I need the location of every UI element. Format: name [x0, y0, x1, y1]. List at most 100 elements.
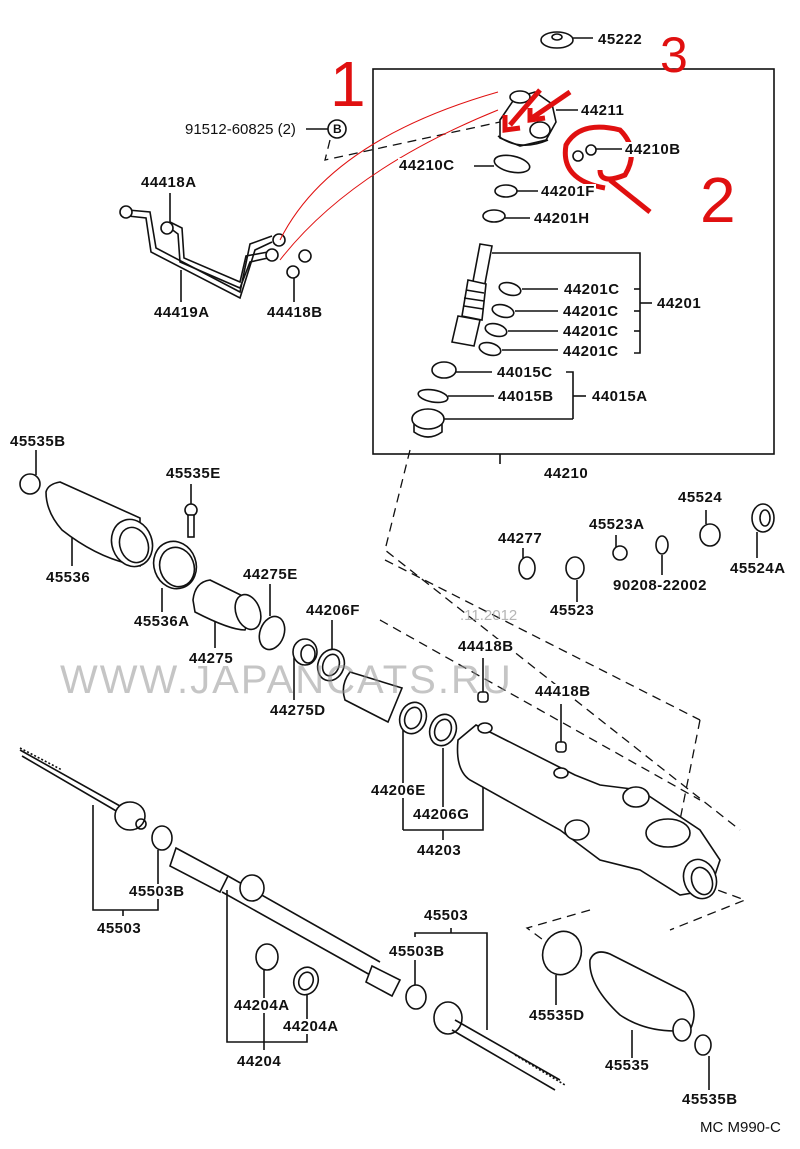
- label-44206F: 44206F: [305, 602, 361, 619]
- label-44418B-mid-2: 44418B: [534, 683, 592, 700]
- label-45535E: 45535E: [165, 465, 222, 482]
- label-44015C: 44015C: [496, 364, 554, 381]
- part-44275E-oring: [258, 584, 286, 651]
- part-45503-tie-rod-right: [414, 928, 566, 1091]
- ref-B-letter: B: [333, 122, 342, 136]
- label-45524A: 45524A: [729, 560, 787, 577]
- part-45535D-clamp: [541, 930, 583, 1005]
- label-44201F: 44201F: [540, 183, 596, 200]
- label-44418B-mid-1: 44418B: [457, 638, 515, 655]
- dashed-assembly-line: [679, 719, 701, 821]
- label-44201C-3: 44201C: [562, 323, 620, 340]
- label-44277: 44277: [497, 530, 544, 547]
- label-44201: 44201: [656, 295, 703, 312]
- part-45222-cap: [540, 31, 593, 49]
- label-45535D: 45535D: [528, 1007, 586, 1024]
- part-44015-plug: [411, 408, 573, 438]
- ref-B-marker: [306, 119, 347, 139]
- part-45524A-locknut: [751, 503, 775, 558]
- watermark-date: .11.2012: [460, 607, 518, 624]
- label-45524: 45524: [677, 489, 724, 506]
- annotation-number-3: 3: [660, 27, 688, 83]
- part-44201H-seal: [482, 209, 530, 223]
- part-44418B-union-bolts: [286, 249, 312, 302]
- part-45503B-lock-washer-right: [405, 984, 427, 1010]
- label-44015A: 44015A: [591, 388, 649, 405]
- part-90208-washer: [655, 535, 669, 575]
- part-44204A-seal: [292, 966, 320, 996]
- label-45523: 45523: [549, 602, 596, 619]
- part-45535-boot: [589, 951, 695, 1058]
- red-trace-1: [279, 91, 499, 241]
- part-44419A-pressure-lines: [119, 193, 286, 302]
- diagram-code: MC M990-C: [700, 1119, 781, 1136]
- part-45523A-spring: [612, 535, 628, 561]
- label-45503-right: 45503: [423, 907, 470, 924]
- red-circle-tail: [608, 178, 652, 214]
- label-44275D: 44275D: [269, 702, 327, 719]
- part-cylinder-sleeve: [342, 671, 404, 724]
- watermark-text: WWW.JAPANCATS.RU: [60, 658, 513, 702]
- label-44418B-top: 44418B: [266, 304, 324, 321]
- label-44201C-2: 44201C: [562, 303, 620, 320]
- part-44275-tube: [192, 579, 262, 648]
- part-44206E-seal: [398, 701, 428, 830]
- label-44210: 44210: [543, 465, 590, 482]
- part-45503B-lock-washer-left: [151, 825, 173, 851]
- part-44201C-rings: [478, 281, 558, 357]
- part-45523-spring-cap: [565, 556, 585, 602]
- label-45222: 45222: [597, 31, 644, 48]
- part-44277-guide: [518, 548, 536, 580]
- label-45535B-left: 45535B: [9, 433, 67, 450]
- label-44275E: 44275E: [242, 566, 299, 583]
- part-44206G-seal: [428, 713, 458, 810]
- part-45535B-clamp-right: [694, 1034, 712, 1090]
- label-44419A: 44419A: [153, 304, 211, 321]
- label-44206G: 44206G: [412, 806, 471, 823]
- part-44203-rack-housing: [456, 722, 721, 900]
- part-45524-adjuster: [699, 510, 721, 547]
- label-45535B-right: 45535B: [681, 1091, 739, 1108]
- part-44201F-seal: [494, 184, 538, 198]
- red-arrow-2: [530, 89, 572, 121]
- label-91512-60825: 91512-60825 (2): [185, 121, 296, 138]
- part-45536A-clamp: [152, 540, 198, 612]
- label-44204: 44204: [236, 1053, 283, 1070]
- part-44210B-bolts: [572, 144, 622, 162]
- label-44201C-1: 44201C: [563, 281, 621, 298]
- part-44206F-seal: [316, 620, 346, 682]
- part-44418B-plug-1: [477, 658, 489, 703]
- dashed-leader-B: [324, 121, 501, 161]
- part-44201-pinion-shaft: [451, 243, 493, 347]
- label-44210B: 44210B: [624, 141, 682, 158]
- label-45535: 45535: [604, 1057, 651, 1074]
- label-44015B: 44015B: [497, 388, 555, 405]
- part-44015C-bearing: [431, 361, 492, 379]
- part-45503-tie-rod-left: [19, 747, 159, 916]
- part-44418B-plug-2: [555, 704, 567, 753]
- label-45523A: 45523A: [588, 516, 646, 533]
- label-44210C: 44210C: [398, 157, 456, 174]
- part-44204A-oring: [255, 943, 279, 971]
- red-arrow-2-head: [527, 108, 546, 123]
- label-45503-left: 45503: [96, 920, 143, 937]
- part-44015B-oring: [417, 388, 494, 404]
- red-arrow-1-head: [502, 115, 521, 133]
- label-90208-22002: 90208-22002: [612, 577, 708, 594]
- label-44211: 44211: [580, 102, 626, 119]
- part-45536-boot: [45, 481, 154, 568]
- red-circle-2: [562, 124, 634, 191]
- part-44204-rack: [169, 846, 402, 1050]
- dashed-assembly-line: [384, 449, 741, 831]
- label-44201C-4: 44201C: [562, 343, 620, 360]
- bracket-44015A: [566, 371, 574, 419]
- red-arrow-1: [508, 88, 542, 127]
- label-45536: 45536: [45, 569, 92, 586]
- label-44203: 44203: [416, 842, 463, 859]
- label-44201H: 44201H: [533, 210, 591, 227]
- annotation-number-1: 1: [330, 48, 366, 120]
- part-44210C-oring: [474, 154, 531, 174]
- dashed-assembly-line: [379, 619, 701, 801]
